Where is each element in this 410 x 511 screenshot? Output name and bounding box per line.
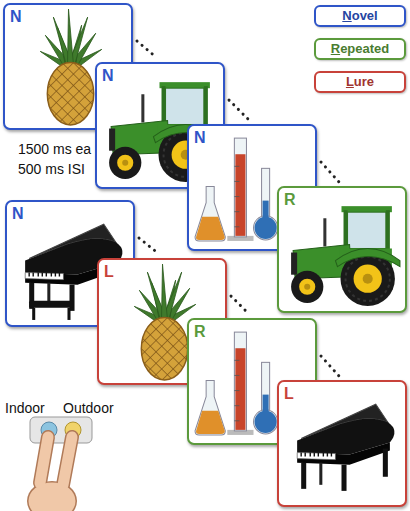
condition-letter: N	[10, 8, 22, 26]
response-label: Indoor	[5, 399, 45, 417]
stimulus-picture	[279, 188, 405, 311]
legend-label: Lure	[316, 73, 404, 91]
sequence-dots	[229, 100, 249, 120]
legend-label: Repeated	[316, 40, 404, 58]
beakers-picture	[195, 332, 278, 435]
sequence-dots	[231, 296, 249, 314]
condition-letter: L	[104, 263, 114, 281]
bench-picture	[29, 301, 73, 320]
condition-letter: N	[194, 129, 206, 147]
condition-letter: R	[194, 323, 206, 341]
legend-swatch: Lure	[314, 71, 406, 93]
condition-letter: N	[102, 67, 114, 85]
stimulus-card: R	[277, 186, 407, 313]
legend-swatch: Novel	[314, 5, 406, 27]
pineapple-picture	[40, 9, 101, 125]
response-label: Outdoor	[63, 399, 114, 417]
legend-label: Novel	[316, 7, 404, 25]
condition-letter: R	[284, 191, 296, 209]
stimulus-picture	[279, 382, 405, 505]
legend-swatch: Repeated	[314, 38, 406, 60]
timing-note: 1500 ms ea	[18, 140, 91, 158]
sequence-dots	[321, 162, 339, 182]
sequence-dots	[137, 41, 157, 58]
timing-note: 500 ms ISI	[18, 160, 85, 178]
condition-letter: N	[12, 205, 24, 223]
sequence-dots	[321, 356, 339, 376]
beakers-picture	[195, 138, 278, 241]
piano-picture	[297, 404, 394, 491]
tractor-picture	[291, 206, 400, 306]
stimulus-card: L	[277, 380, 407, 507]
sequence-dots	[139, 238, 159, 254]
condition-letter: L	[284, 385, 294, 403]
